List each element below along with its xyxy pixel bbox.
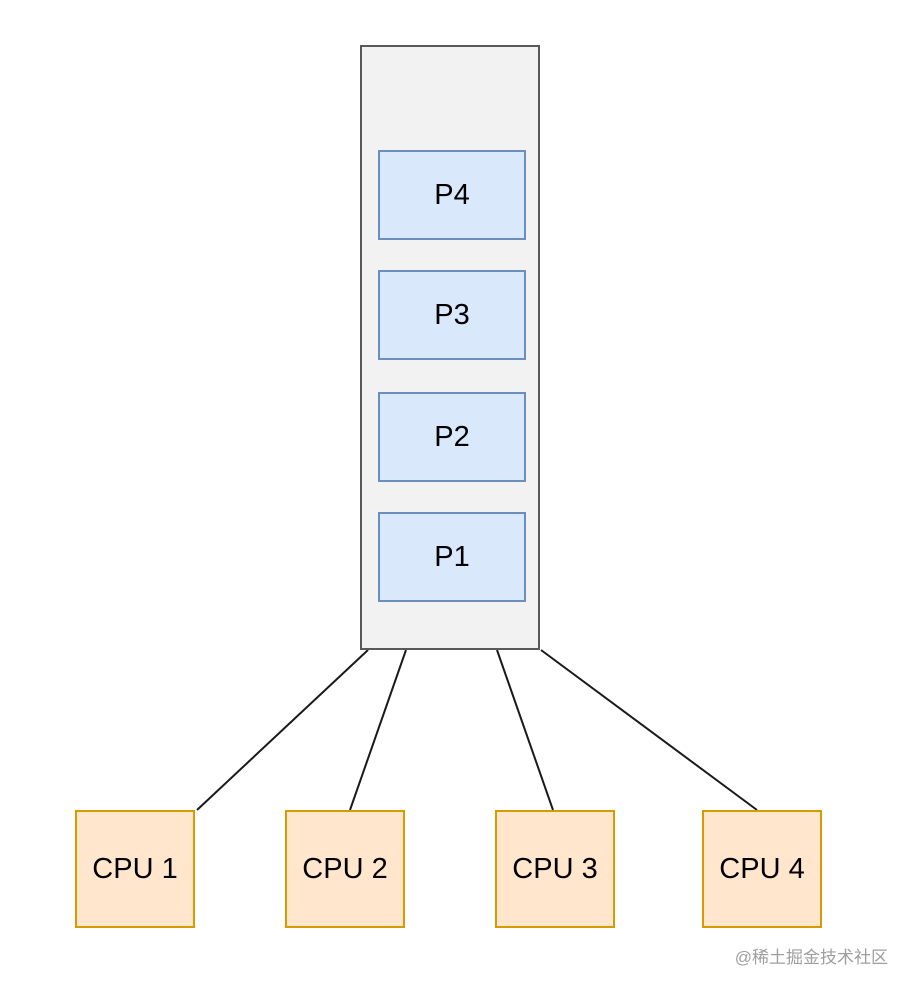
process-box-p1: P1 [378, 512, 526, 602]
cpu-box-3: CPU 3 [495, 810, 615, 928]
process-label: P1 [434, 540, 470, 573]
process-label: P3 [434, 298, 470, 331]
connector-queue-to-cpu1 [196, 649, 369, 811]
watermark-text: @稀土掘金技术社区 [734, 948, 888, 967]
process-label: P4 [434, 178, 470, 211]
cpu-box-2: CPU 2 [285, 810, 405, 928]
process-box-p3: P3 [378, 270, 526, 360]
cpu-label: CPU 2 [302, 852, 388, 885]
process-queue-container: P4 P3 P2 P1 [360, 45, 540, 650]
process-box-p4: P4 [378, 150, 526, 240]
cpu-label: CPU 3 [512, 852, 598, 885]
connector-queue-to-cpu4 [540, 649, 758, 811]
process-box-p2: P2 [378, 392, 526, 482]
process-label: P2 [434, 420, 470, 453]
cpu-label: CPU 1 [92, 852, 178, 885]
connector-queue-to-cpu3 [496, 649, 554, 811]
connector-queue-to-cpu2 [349, 649, 407, 811]
cpu-box-1: CPU 1 [75, 810, 195, 928]
cpu-label: CPU 4 [719, 852, 805, 885]
cpu-box-4: CPU 4 [702, 810, 822, 928]
